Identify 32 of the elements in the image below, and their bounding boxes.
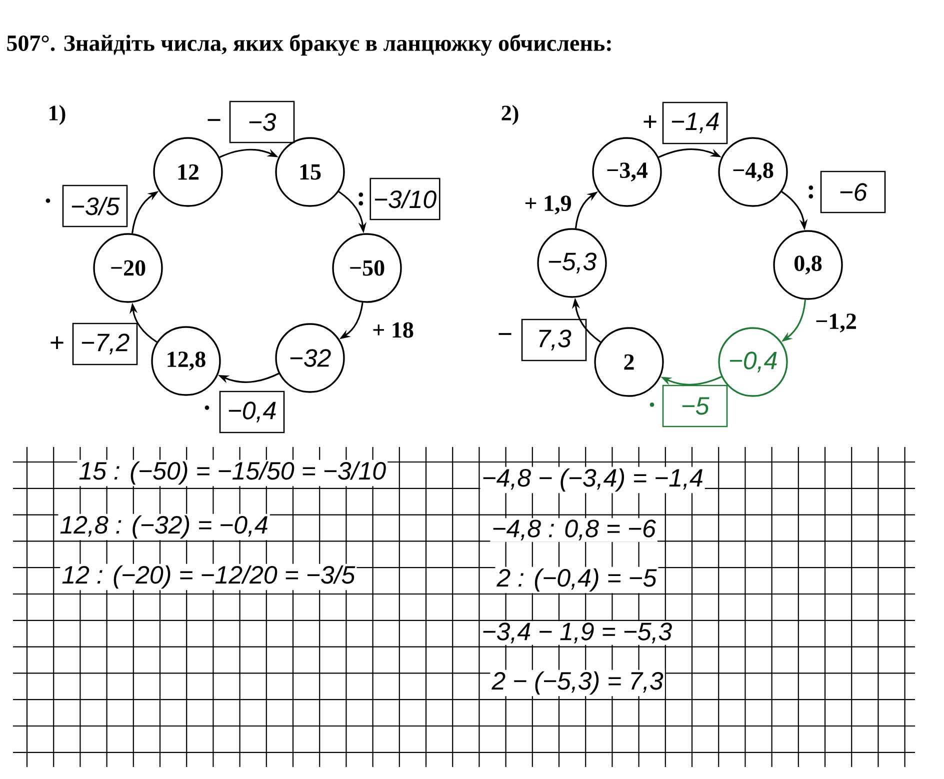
answer-box: −6 — [820, 170, 886, 214]
handwritten-equation: 2 − (−5,3) = 7,3 — [490, 670, 665, 696]
handwritten-equation: −4,8 : 0,8 = −6 — [490, 518, 658, 542]
handwritten-equation: 12 : (−20) = −12/20 = −3/5 — [60, 564, 357, 590]
edge-label: + 1,9 — [525, 196, 571, 214]
operator-sign: − — [498, 333, 512, 335]
answer-box: 7,3 — [521, 318, 587, 362]
answer-box: −5 — [662, 384, 728, 428]
title: 507°. Знайдіть числа, яких бракує в ланцюжку обчислень: — [7, 34, 611, 56]
handwritten-equation: 15 : (−50) = −15/50 = −3/10 — [77, 460, 388, 486]
answer-box: −1,4 — [662, 102, 728, 144]
part-number: 1) — [50, 105, 66, 125]
operator-sign: + — [50, 336, 64, 349]
edge-label: −1,2 — [816, 314, 856, 332]
part-number: 2) — [502, 105, 518, 125]
handwritten-equation: 12,8 : (−32) = −0,4 — [58, 514, 270, 540]
handwritten-equation: −4,8 − (−3,4) = −1,4 — [480, 466, 705, 494]
operator-sign: : — [808, 185, 814, 199]
answer-box: −0,4 — [219, 390, 285, 434]
operator-sign: − — [208, 119, 220, 121]
handwritten-equation: −3,4 − 1,9 = −5,3 — [480, 621, 674, 645]
operator-sign: · — [650, 402, 654, 407]
answer-box: −3/5 — [62, 184, 128, 228]
operator-sign: : — [358, 192, 364, 206]
operator-sign: · — [204, 405, 210, 410]
answer-box: −7,2 — [72, 322, 138, 366]
answer-box: −3/10 — [370, 178, 440, 220]
operator-sign: + — [644, 115, 656, 128]
answer-box: −3 — [229, 100, 295, 144]
edge-label: + 18 — [373, 322, 414, 338]
operator-sign: · — [46, 198, 50, 203]
handwritten-equation: 2 : (−0,4) = −5 — [495, 566, 658, 594]
